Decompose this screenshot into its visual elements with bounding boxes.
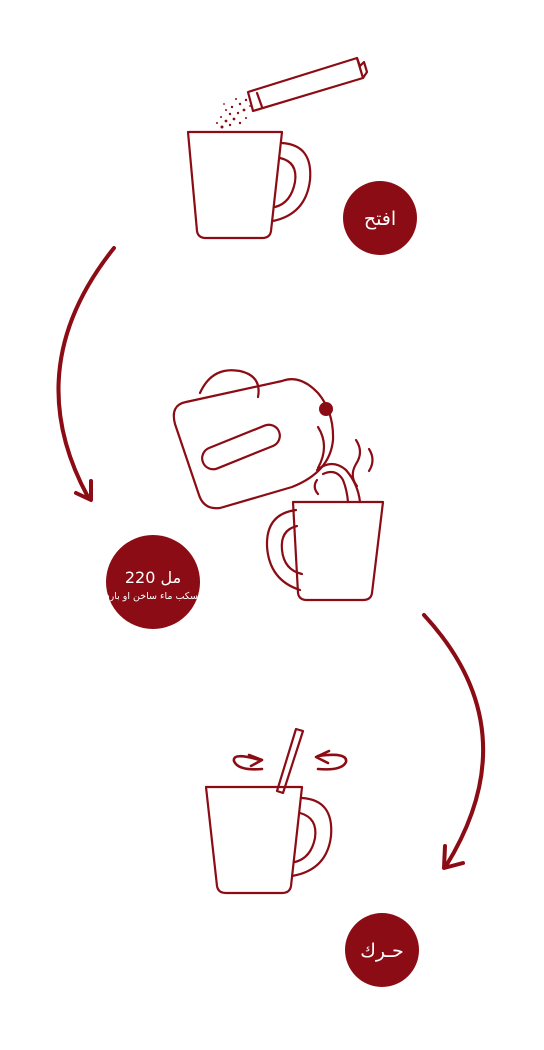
badge-pour: 220 مل اسكب ماء ساخن او بارد — [105, 535, 201, 629]
stir-stick-icon — [275, 727, 305, 795]
badge-stir-label: حـرك — [360, 940, 403, 962]
badge-stir: حـرك — [345, 913, 419, 987]
mug-icon — [186, 130, 312, 240]
badge-pour-amount: 220 مل — [125, 568, 181, 587]
mug-icon — [265, 500, 385, 602]
badge-open: افتح — [343, 181, 417, 255]
kettle-knob-icon — [319, 402, 333, 416]
rotate-arrows-icon — [232, 749, 348, 771]
mug-icon — [204, 785, 333, 895]
curved-arrow-icon — [56, 246, 116, 502]
badge-open-label: افتح — [364, 208, 396, 230]
badge-pour-instruction: اسكب ماء ساخن او بارد — [105, 591, 200, 602]
curved-arrow-icon — [422, 613, 486, 870]
powder-icon — [216, 98, 251, 129]
water-stream-icon — [313, 462, 362, 504]
kettle-icon — [172, 369, 335, 510]
steam-icon — [351, 438, 374, 488]
sachet-icon — [246, 56, 369, 113]
